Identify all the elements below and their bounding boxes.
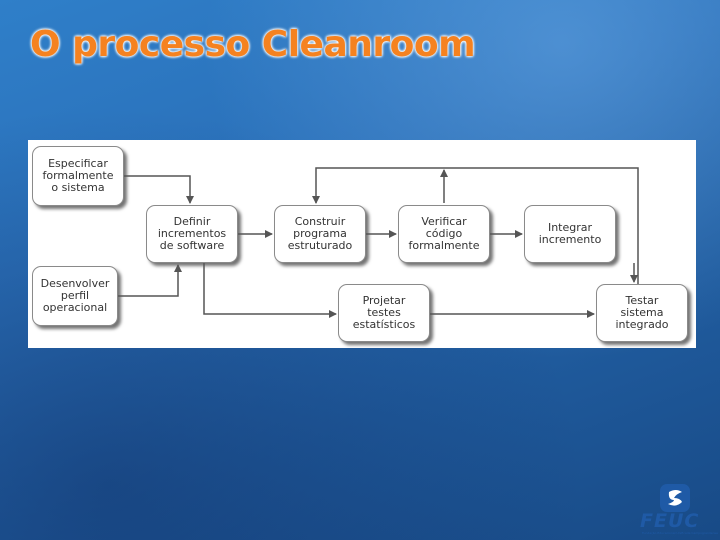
node-integrate-increment: Integrar incremento bbox=[524, 205, 616, 263]
slide-title: O processo Cleanroom bbox=[30, 24, 476, 65]
node-develop-operational-profile: Desenvolver perfil operacional bbox=[32, 266, 118, 326]
logo-tagline: Fundação Educacional Unificada Campogran… bbox=[642, 531, 718, 535]
node-design-statistical-tests: Projetar testes estatísticos bbox=[338, 284, 430, 342]
node-specify-system: Especificar formalmente o sistema bbox=[32, 146, 124, 206]
arrow-profile-to-define bbox=[118, 264, 182, 297]
feuc-logo-icon bbox=[660, 484, 690, 512]
arrow-feedback-to-build bbox=[312, 167, 639, 284]
arrow-define-to-design-tests bbox=[203, 263, 337, 318]
node-build-structured-program: Construir programa estruturado bbox=[274, 205, 366, 263]
logo-text: FEUC bbox=[640, 510, 700, 532]
arrow-specify-to-define bbox=[124, 175, 194, 204]
node-verify-code-formally: Verificar código formalmente bbox=[398, 205, 490, 263]
node-test-integrated-system: Testar sistema integrado bbox=[596, 284, 688, 342]
node-define-increments: Definir incrementos de software bbox=[146, 205, 238, 263]
